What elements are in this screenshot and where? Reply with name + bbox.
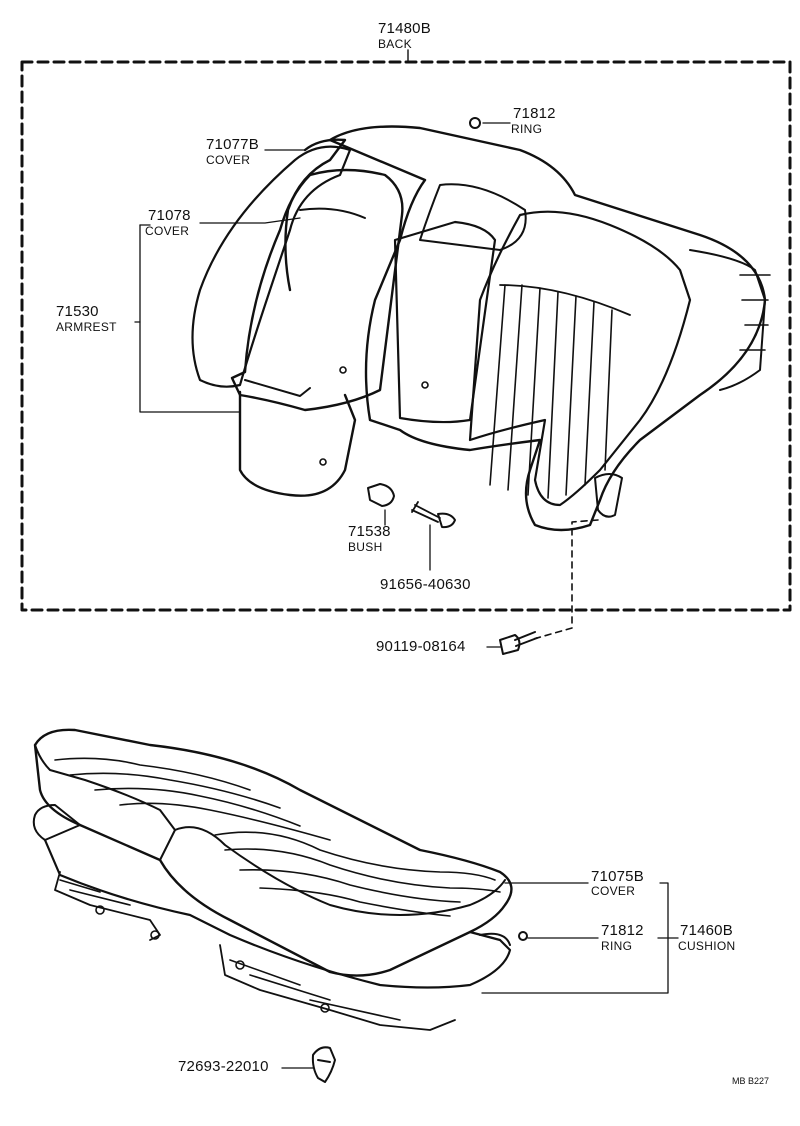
seat-back-illustration <box>191 125 771 532</box>
part-number-clip: 72693-22010 <box>178 1058 269 1075</box>
upper-leader-lines <box>134 117 599 648</box>
part-number-cover-71077b: 71077B <box>206 136 259 153</box>
seat-cushion-illustration <box>32 728 513 1031</box>
part-number-cushion: 71460B <box>680 922 733 939</box>
part-number-bush: 71538 <box>348 523 391 540</box>
part-name-ring-top: RING <box>511 122 543 136</box>
part-number-bolt-90119: 90119-08164 <box>376 638 466 655</box>
part-number-ring-top: 71812 <box>513 105 556 122</box>
lower-leader-lines <box>281 882 679 1069</box>
bolt-90119-illustration <box>499 631 538 655</box>
part-number-ring-bottom: 71812 <box>601 922 644 939</box>
part-number-cover-71075b: 71075B <box>591 868 644 885</box>
part-name-cover-71078: COVER <box>145 224 190 238</box>
part-number-cover-71078: 71078 <box>148 207 191 224</box>
part-number-bolt-91656: 91656-40630 <box>380 576 471 593</box>
part-name-cushion: CUSHION <box>678 939 736 953</box>
part-name-back: BACK <box>378 37 412 51</box>
part-name-cover-71075b: COVER <box>591 884 636 898</box>
ring-71812-lower-illustration <box>518 931 528 941</box>
drawing-code: MB B227 <box>732 1076 770 1086</box>
part-name-cover-71077b: COVER <box>206 153 251 167</box>
back-assembly-boundary <box>20 60 792 612</box>
clip-72693-illustration <box>311 1046 336 1083</box>
part-number-armrest: 71530 <box>56 303 99 320</box>
part-name-bush: BUSH <box>348 540 383 554</box>
part-name-armrest: ARMREST <box>56 320 117 334</box>
part-number-back: 71480B <box>378 20 431 37</box>
part-name-ring-bottom: RING <box>601 939 633 953</box>
